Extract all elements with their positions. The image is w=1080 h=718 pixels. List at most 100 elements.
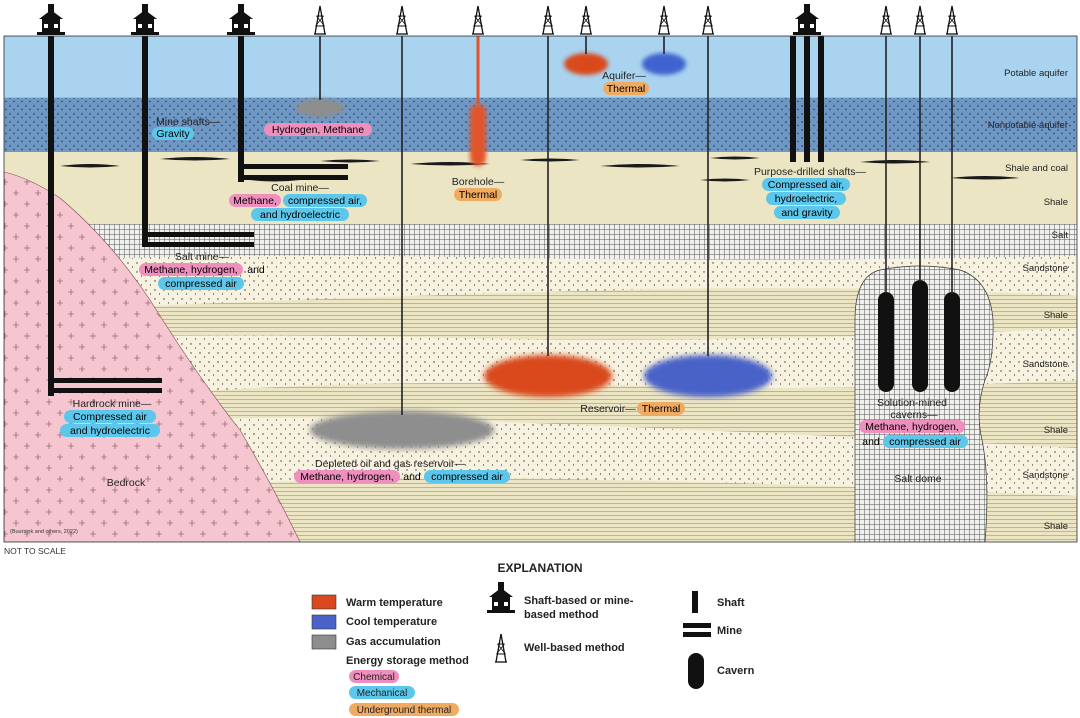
coal-mine-tag-3: and hydroelectric [260, 209, 340, 221]
callouts: Aquifer— Thermal Mine shafts— Gravity Hy… [10, 70, 968, 535]
well-derrick-icon [494, 633, 508, 663]
layer-label-salt: Salt [1052, 230, 1069, 241]
solution-cavern-3 [944, 292, 960, 392]
reservoir-warm-zone [484, 355, 612, 397]
chemical-tag [229, 194, 281, 207]
well-derrick-icon [913, 5, 927, 35]
sandstone-layer-3 [4, 417, 1077, 496]
shaft-head-icon [487, 582, 515, 613]
layer-label-sandstone: Sandstone [1023, 359, 1068, 370]
thermal-tag [454, 188, 502, 201]
legend-storage-method-heading: Energy storage method [346, 655, 469, 667]
salt-mine-and: and [247, 264, 265, 276]
nonpotable-aquifer-layer [4, 98, 1077, 152]
aquifer-label: Aquifer— [602, 70, 646, 82]
layer-label-shale: Shale [1044, 521, 1068, 532]
geologic-section [4, 36, 1077, 542]
mechanical-tag [158, 277, 244, 290]
purpose-drilled-tag-1: Compressed air, [768, 179, 844, 191]
thermal-tag [637, 402, 685, 415]
mine-symbol-lower [683, 632, 711, 637]
purpose-drilled-label: Purpose-drilled shafts— [754, 166, 867, 178]
depleted-reservoir-gas [310, 411, 494, 449]
well-derrick-icon [313, 5, 327, 35]
cavern-symbol [688, 653, 704, 689]
caverns-tag-1: Methane, hydrogen, [865, 421, 958, 433]
well-derrick-icon [579, 5, 593, 35]
legend-shaft: Shaft [717, 597, 745, 609]
legend-warm-temperature: Warm temperature [346, 597, 443, 609]
section-frame [3, 35, 1078, 543]
reservoir-tag-text: Thermal [642, 403, 681, 415]
chemical-tag [349, 670, 399, 683]
hydrogen-methane-tag-text: Hydrogen, Methane [272, 124, 364, 136]
aquifer-cool-plume [642, 53, 686, 75]
well-derrick-icon [879, 5, 893, 35]
legend-chemical: Chemical [353, 672, 395, 683]
caverns-and: and [862, 436, 880, 448]
layer-label-nonpotable-aquifer: Nonpotable aquifer [988, 120, 1068, 131]
shaft-head-icon [131, 4, 159, 35]
borehole-tag-text: Thermal [459, 189, 498, 201]
coal-lenses [60, 156, 1020, 182]
well-derrick-icon [395, 5, 409, 35]
depleted-reservoir-label: Depleted oil and gas reservoir— [315, 458, 465, 470]
mechanical-tag [766, 192, 846, 205]
aquifer-warm-plume [564, 53, 608, 75]
mechanical-tag [64, 410, 156, 423]
mechanical-tag [774, 206, 840, 219]
purpose-drilled-tag-2: hydroelectric, [775, 193, 837, 205]
legend-title: EXPLANATION [497, 561, 582, 575]
mine-shafts-tag-text: Gravity [156, 128, 190, 140]
layer-label-shale: Shale [1044, 197, 1068, 208]
salt-mine-label: Salt mine— [175, 251, 230, 263]
layer-label-potable-aquifer: Potable aquifer [1004, 68, 1068, 79]
purpose-drilled-tag-3: and gravity [781, 207, 833, 219]
warm-temperature-swatch [311, 594, 337, 610]
bedrock-label: Bedrock [107, 477, 146, 489]
chemical-tag [139, 263, 243, 276]
layer-label-sandstone: Sandstone [1023, 263, 1068, 274]
caverns-tag-2: compressed air [889, 436, 961, 448]
solution-cavern-1 [878, 292, 894, 392]
mine-shafts-label: Mine shafts— [156, 116, 221, 128]
well-derrick-icon [945, 5, 959, 35]
borehole-warm-plume [470, 104, 486, 166]
legend-gas-accumulation: Gas accumulation [346, 636, 441, 648]
potable-aquifer-layer [4, 36, 1077, 99]
legend-shaft-based-line-2: based method [524, 609, 599, 621]
depleted-tag-1: Methane, hydrogen, [300, 471, 393, 483]
well-pipes [319, 36, 953, 415]
coal-mine-tag-2: compressed air, [288, 195, 362, 207]
mechanical-tag [152, 127, 194, 140]
layer-label-shale: Shale [1044, 310, 1068, 321]
thermal-tag [603, 82, 649, 95]
well-derrick-icon [471, 5, 485, 35]
salt-mine-tag-2: compressed air [165, 278, 237, 290]
mine-shafts-and-drifts [48, 36, 824, 396]
legend-underground-thermal: Underground thermal [357, 705, 452, 716]
cool-temperature-swatch [311, 614, 337, 630]
mechanical-tag [60, 424, 160, 437]
shaft-head-icon [227, 4, 255, 35]
well-derrick-icon [701, 5, 715, 35]
mechanical-tag [349, 686, 415, 699]
thermal-tag [349, 703, 459, 716]
aquifer-gas-accumulation [296, 99, 344, 117]
citation: (Buursink and others, 2022) [10, 529, 78, 535]
mechanical-tag [762, 178, 850, 191]
gas-accumulation-swatch [311, 634, 337, 650]
shaft-head-icon [793, 4, 821, 35]
mechanical-tag [251, 208, 349, 221]
hardrock-tag-1: Compressed air [73, 411, 148, 423]
borehole-label: Borehole— [452, 176, 505, 188]
hardrock-mine-label: Hardrock mine— [73, 398, 152, 410]
layer-label-sandstone: Sandstone [1023, 470, 1068, 481]
shaft-head-icon [37, 4, 65, 35]
coal-mine-tag-1: Methane, [233, 195, 277, 207]
depleted-tag-2: compressed air [431, 471, 503, 483]
well-derrick-icon [657, 5, 671, 35]
caverns-label-line-1: Solution-mined [877, 397, 947, 409]
legend-well-based: Well-based method [524, 642, 625, 654]
hardrock-tag-2: and hydroelectric [70, 425, 150, 437]
